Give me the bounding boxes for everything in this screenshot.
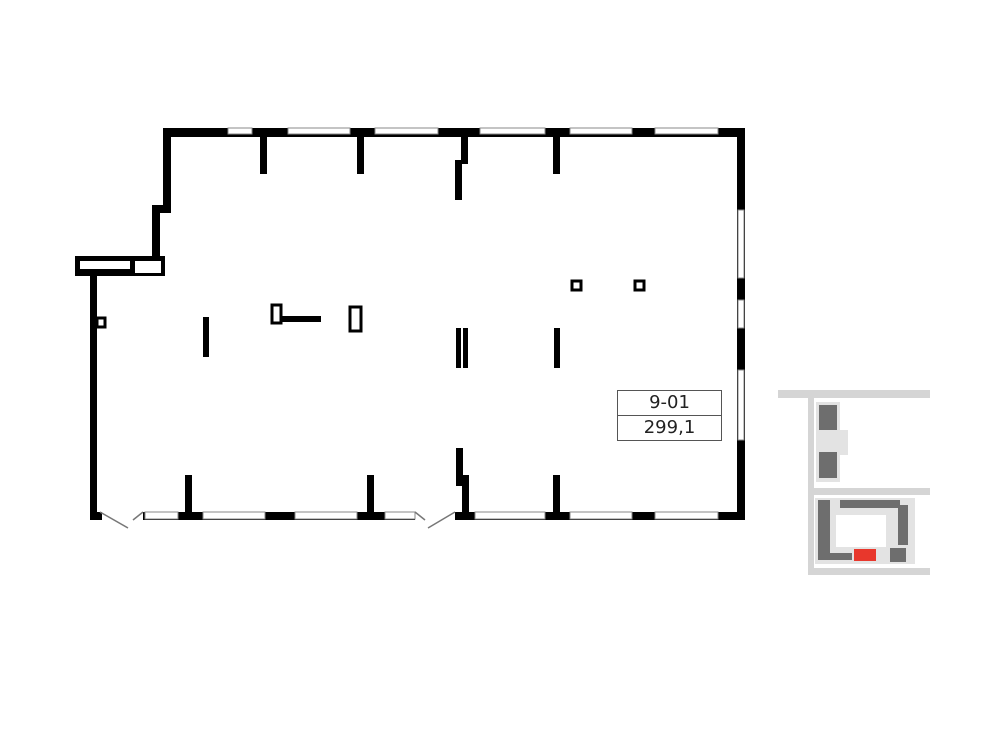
unit-area: 299,1 — [617, 415, 722, 441]
unit-number: 9-01 — [617, 390, 722, 416]
doors — [99, 511, 456, 529]
windows — [144, 127, 745, 520]
unit-location-highlight — [854, 549, 876, 561]
site-key-plan — [778, 390, 930, 575]
exterior-walls — [75, 128, 745, 520]
interior-columns — [95, 136, 646, 515]
